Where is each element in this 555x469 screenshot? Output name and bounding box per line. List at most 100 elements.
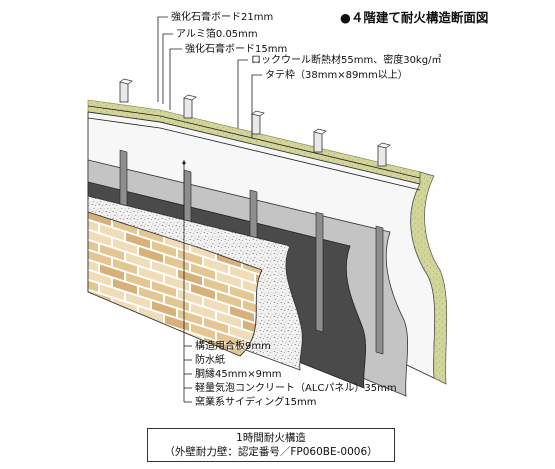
brick-tile (152, 281, 176, 297)
brick-tile (61, 302, 85, 318)
brick-tile (308, 411, 332, 427)
brick-tile (191, 283, 215, 300)
stud-3 (251, 110, 265, 135)
brick-tile (139, 307, 163, 323)
brick-tile (100, 344, 124, 356)
caption-box: 1時間耐火構造 （外壁耐力壁：認定番号／FP060BE-0006） (147, 428, 395, 462)
brick-tile (152, 241, 176, 257)
brick-tile (217, 311, 241, 328)
brick-tile (217, 331, 241, 348)
brick-tile (139, 367, 163, 383)
brick-tile (191, 243, 215, 260)
brick-tile (88, 236, 98, 252)
brick-tile (113, 359, 137, 375)
brick-tile (88, 270, 111, 287)
brick-tile (217, 291, 241, 308)
brick-tile (113, 278, 137, 295)
brick-tile (152, 361, 176, 377)
brick-tile (126, 232, 150, 249)
brick-tile (126, 292, 150, 309)
brick-tile (139, 327, 163, 343)
caption-line-1: 1時間耐火構造 (236, 432, 306, 444)
brick-tile (88, 276, 98, 292)
brick-tile (204, 277, 228, 294)
brick-tile (126, 352, 150, 356)
brick-tile (139, 227, 163, 243)
brick-tile (100, 244, 124, 261)
brick-tile (165, 255, 189, 272)
brick-tile (100, 264, 124, 281)
brick-tile (204, 257, 228, 274)
drywall-top-line-2 (87, 117, 421, 191)
furring-strip-5 (375, 225, 384, 355)
brick-tile (204, 297, 228, 314)
brick-tile (113, 258, 137, 275)
brick-tile (113, 218, 137, 235)
brick-tile (61, 322, 85, 338)
brick-tile (217, 271, 241, 288)
brick-tile (152, 301, 176, 317)
brick-tile (88, 330, 111, 347)
diagram-title: ●４階建て耐火構造断面図 (340, 10, 488, 25)
label-furring: 胴縁45mm×9mm (195, 367, 281, 380)
top-leader-4 (237, 59, 248, 128)
brick-tile (230, 286, 254, 302)
brick-tile (139, 347, 163, 356)
brick-tile (230, 306, 254, 322)
brick-tile (113, 238, 137, 255)
brick-tile (88, 350, 111, 356)
label-fire-board-15: 強化石膏ボード15mm (185, 42, 287, 55)
brick-tile (88, 310, 111, 327)
bottom-leader-dot (182, 161, 186, 165)
brick-tile (88, 256, 98, 272)
brick-tile (152, 341, 176, 356)
top-leader-5 (251, 74, 262, 138)
top-leader-3 (169, 48, 182, 110)
brick-tile (126, 272, 150, 289)
brick-tile (88, 230, 111, 247)
brick-tile (152, 381, 176, 397)
brick-tile (230, 266, 254, 282)
brick-tile (204, 317, 228, 334)
brick-tile (113, 318, 137, 335)
top-leader-2 (162, 33, 173, 104)
brick-tile (88, 296, 98, 312)
brick-tile (165, 235, 189, 252)
brick-tile (61, 242, 85, 258)
brick-tile (165, 315, 189, 332)
furring-strip-4 (315, 211, 324, 333)
brick-tile (139, 247, 163, 263)
brick-tile (139, 287, 163, 303)
brick-tile (100, 365, 124, 381)
label-ceramic-siding: 窯業系サイディング15mm (195, 395, 317, 408)
brick-tile (230, 326, 254, 342)
label-alc-panel: 軽量気泡コンクリート（ALCパネル）35mm (195, 381, 397, 394)
brick-tile (152, 261, 176, 277)
brick-tile (61, 222, 85, 238)
studs-group (119, 78, 391, 167)
brick-tile (165, 335, 189, 352)
brick-tile (88, 336, 98, 352)
stud-4 (313, 128, 327, 153)
stud-1 (119, 78, 133, 103)
insulation-edge (410, 171, 448, 385)
brick-tile (61, 202, 85, 218)
stud-2 (183, 94, 197, 119)
label-waterproof-paper: 防水紙 (195, 353, 225, 366)
brick-tile (61, 282, 85, 298)
brick-tile (165, 275, 189, 292)
drywall-top-line-1 (87, 105, 421, 179)
brick-tile (100, 224, 124, 241)
label-aluminum-foil: アルミ箔0.05mm (176, 27, 258, 40)
brick-tile (139, 267, 163, 283)
brick-tile (191, 263, 215, 280)
brick-tile (100, 284, 124, 301)
brick-tile (88, 212, 111, 227)
brick-tile (61, 262, 85, 278)
label-plywood: 構造用合板9mm (195, 339, 271, 352)
label-rock-wool: ロックウール断熱材55mm、密度30kg/㎥ (251, 53, 441, 66)
brick-tile (165, 295, 189, 312)
brick-tile (165, 375, 189, 391)
brick-tile (165, 355, 189, 356)
